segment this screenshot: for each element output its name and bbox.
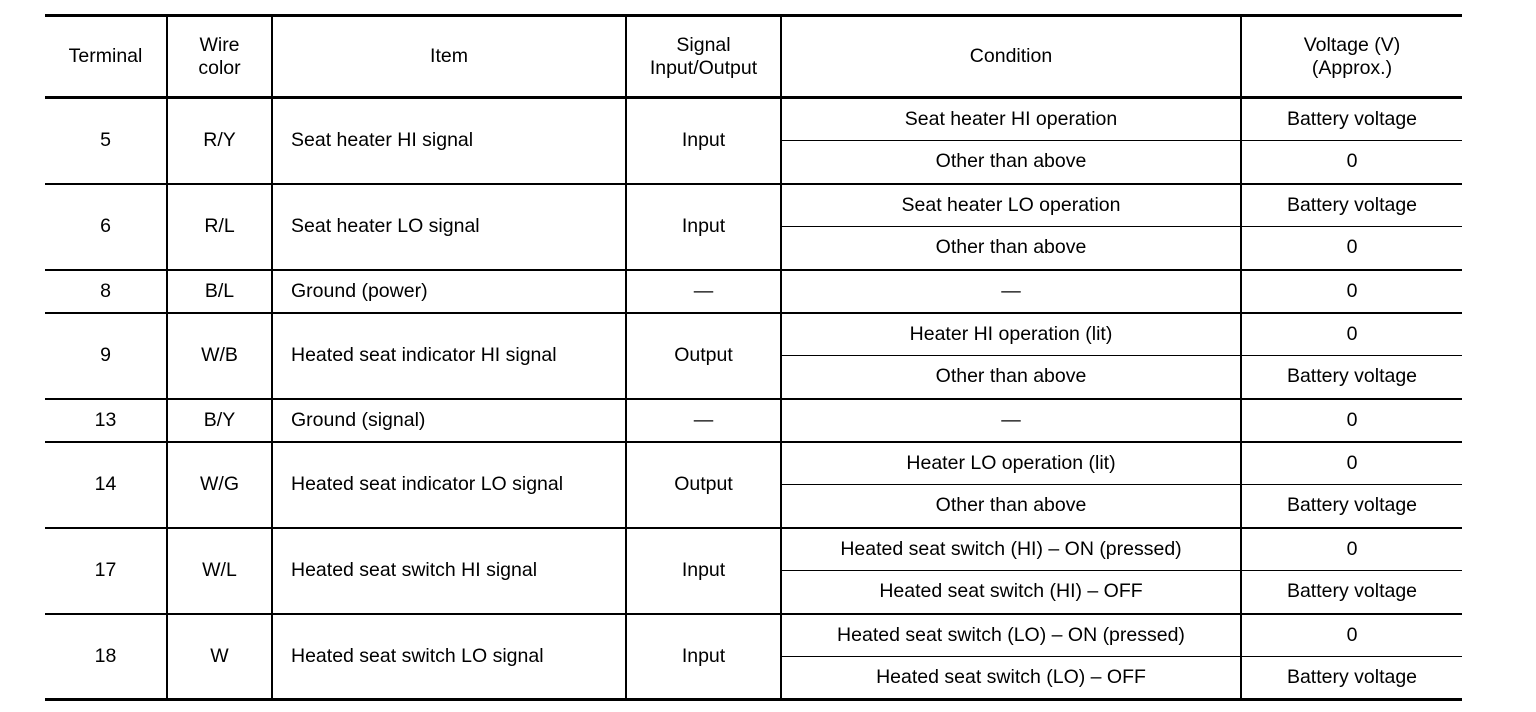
header-voltage: Voltage (V) (Approx.) [1241, 14, 1462, 99]
cell-item: Seat heater LO signal [272, 182, 627, 270]
cell-voltage: Battery voltage [1241, 96, 1462, 141]
cell-terminal: 14 [45, 440, 168, 528]
cell-condition: Seat heater LO operation [781, 182, 1242, 227]
cell-voltage: 0 [1241, 268, 1462, 313]
cell-signal-io: Input [626, 526, 782, 614]
cell-voltage: 0 [1241, 397, 1462, 442]
cell-condition: Heated seat switch (LO) – ON (pressed) [781, 612, 1242, 657]
header-condition: Condition [781, 14, 1242, 99]
cell-voltage: Battery voltage [1241, 182, 1462, 227]
cell-condition: Other than above [781, 355, 1242, 399]
cell-condition: Heated seat switch (HI) – ON (pressed) [781, 526, 1242, 571]
header-voltage-line1: Voltage (V) [1303, 33, 1401, 56]
cell-condition: Other than above [781, 484, 1242, 528]
header-wire-color-line1: Wire [199, 33, 240, 56]
cell-item: Seat heater HI signal [272, 96, 627, 184]
cell-item: Heated seat indicator HI signal [272, 311, 627, 399]
cell-voltage: Battery voltage [1241, 656, 1462, 701]
cell-wire-color: W/B [167, 311, 273, 399]
cell-wire-color: R/L [167, 182, 273, 270]
cell-item: Heated seat switch HI signal [272, 526, 627, 614]
cell-wire-color: W/G [167, 440, 273, 528]
cell-signal-io: Input [626, 96, 782, 184]
cell-voltage: Battery voltage [1241, 484, 1462, 528]
cell-condition: Seat heater HI operation [781, 96, 1242, 141]
cell-signal-io: Input [626, 182, 782, 270]
cell-terminal: 17 [45, 526, 168, 614]
header-signal-io: Signal Input/Output [626, 14, 782, 99]
cell-signal-io: Output [626, 311, 782, 399]
cell-condition: Heated seat switch (LO) – OFF [781, 656, 1242, 701]
cell-condition: — [781, 397, 1242, 442]
cell-voltage: Battery voltage [1241, 570, 1462, 614]
cell-terminal: 9 [45, 311, 168, 399]
terminal-voltage-table: Terminal Wire color Item Signal Input/Ou… [45, 14, 1462, 701]
cell-item: Ground (signal) [272, 397, 627, 442]
header-signal-io-line1: Signal [676, 33, 731, 56]
cell-terminal: 6 [45, 182, 168, 270]
cell-voltage: 0 [1241, 440, 1462, 485]
cell-wire-color: R/Y [167, 96, 273, 184]
header-item: Item [272, 14, 627, 99]
cell-wire-color: B/L [167, 268, 273, 313]
cell-voltage: 0 [1241, 526, 1462, 571]
cell-terminal: 8 [45, 268, 168, 313]
cell-condition: Heater HI operation (lit) [781, 311, 1242, 356]
table-header: Terminal Wire color Item Signal Input/Ou… [45, 14, 1462, 99]
cell-item: Ground (power) [272, 268, 627, 313]
cell-item: Heated seat indicator LO signal [272, 440, 627, 528]
cell-voltage: 0 [1241, 311, 1462, 356]
header-wire-color: Wire color [167, 14, 273, 99]
cell-wire-color: B/Y [167, 397, 273, 442]
cell-terminal: 18 [45, 612, 168, 701]
cell-wire-color: W/L [167, 526, 273, 614]
cell-voltage: 0 [1241, 140, 1462, 184]
cell-signal-io: — [626, 397, 782, 442]
cell-terminal: 13 [45, 397, 168, 442]
cell-terminal: 5 [45, 96, 168, 184]
cell-condition: Heater LO operation (lit) [781, 440, 1242, 485]
cell-voltage: 0 [1241, 226, 1462, 270]
cell-signal-io: — [626, 268, 782, 313]
header-signal-io-line2: Input/Output [649, 56, 758, 79]
cell-condition: Other than above [781, 140, 1242, 184]
cell-condition: — [781, 268, 1242, 313]
cell-signal-io: Input [626, 612, 782, 701]
header-row: Terminal Wire color Item Signal Input/Ou… [45, 14, 1462, 99]
cell-item: Heated seat switch LO signal [272, 612, 627, 701]
header-terminal: Terminal [45, 14, 168, 99]
header-wire-color-line2: color [198, 56, 241, 79]
cell-condition: Heated seat switch (HI) – OFF [781, 570, 1242, 614]
cell-signal-io: Output [626, 440, 782, 528]
cell-voltage: Battery voltage [1241, 355, 1462, 399]
cell-wire-color: W [167, 612, 273, 701]
cell-condition: Other than above [781, 226, 1242, 270]
cell-voltage: 0 [1241, 612, 1462, 657]
header-voltage-line2: (Approx.) [1311, 56, 1393, 79]
